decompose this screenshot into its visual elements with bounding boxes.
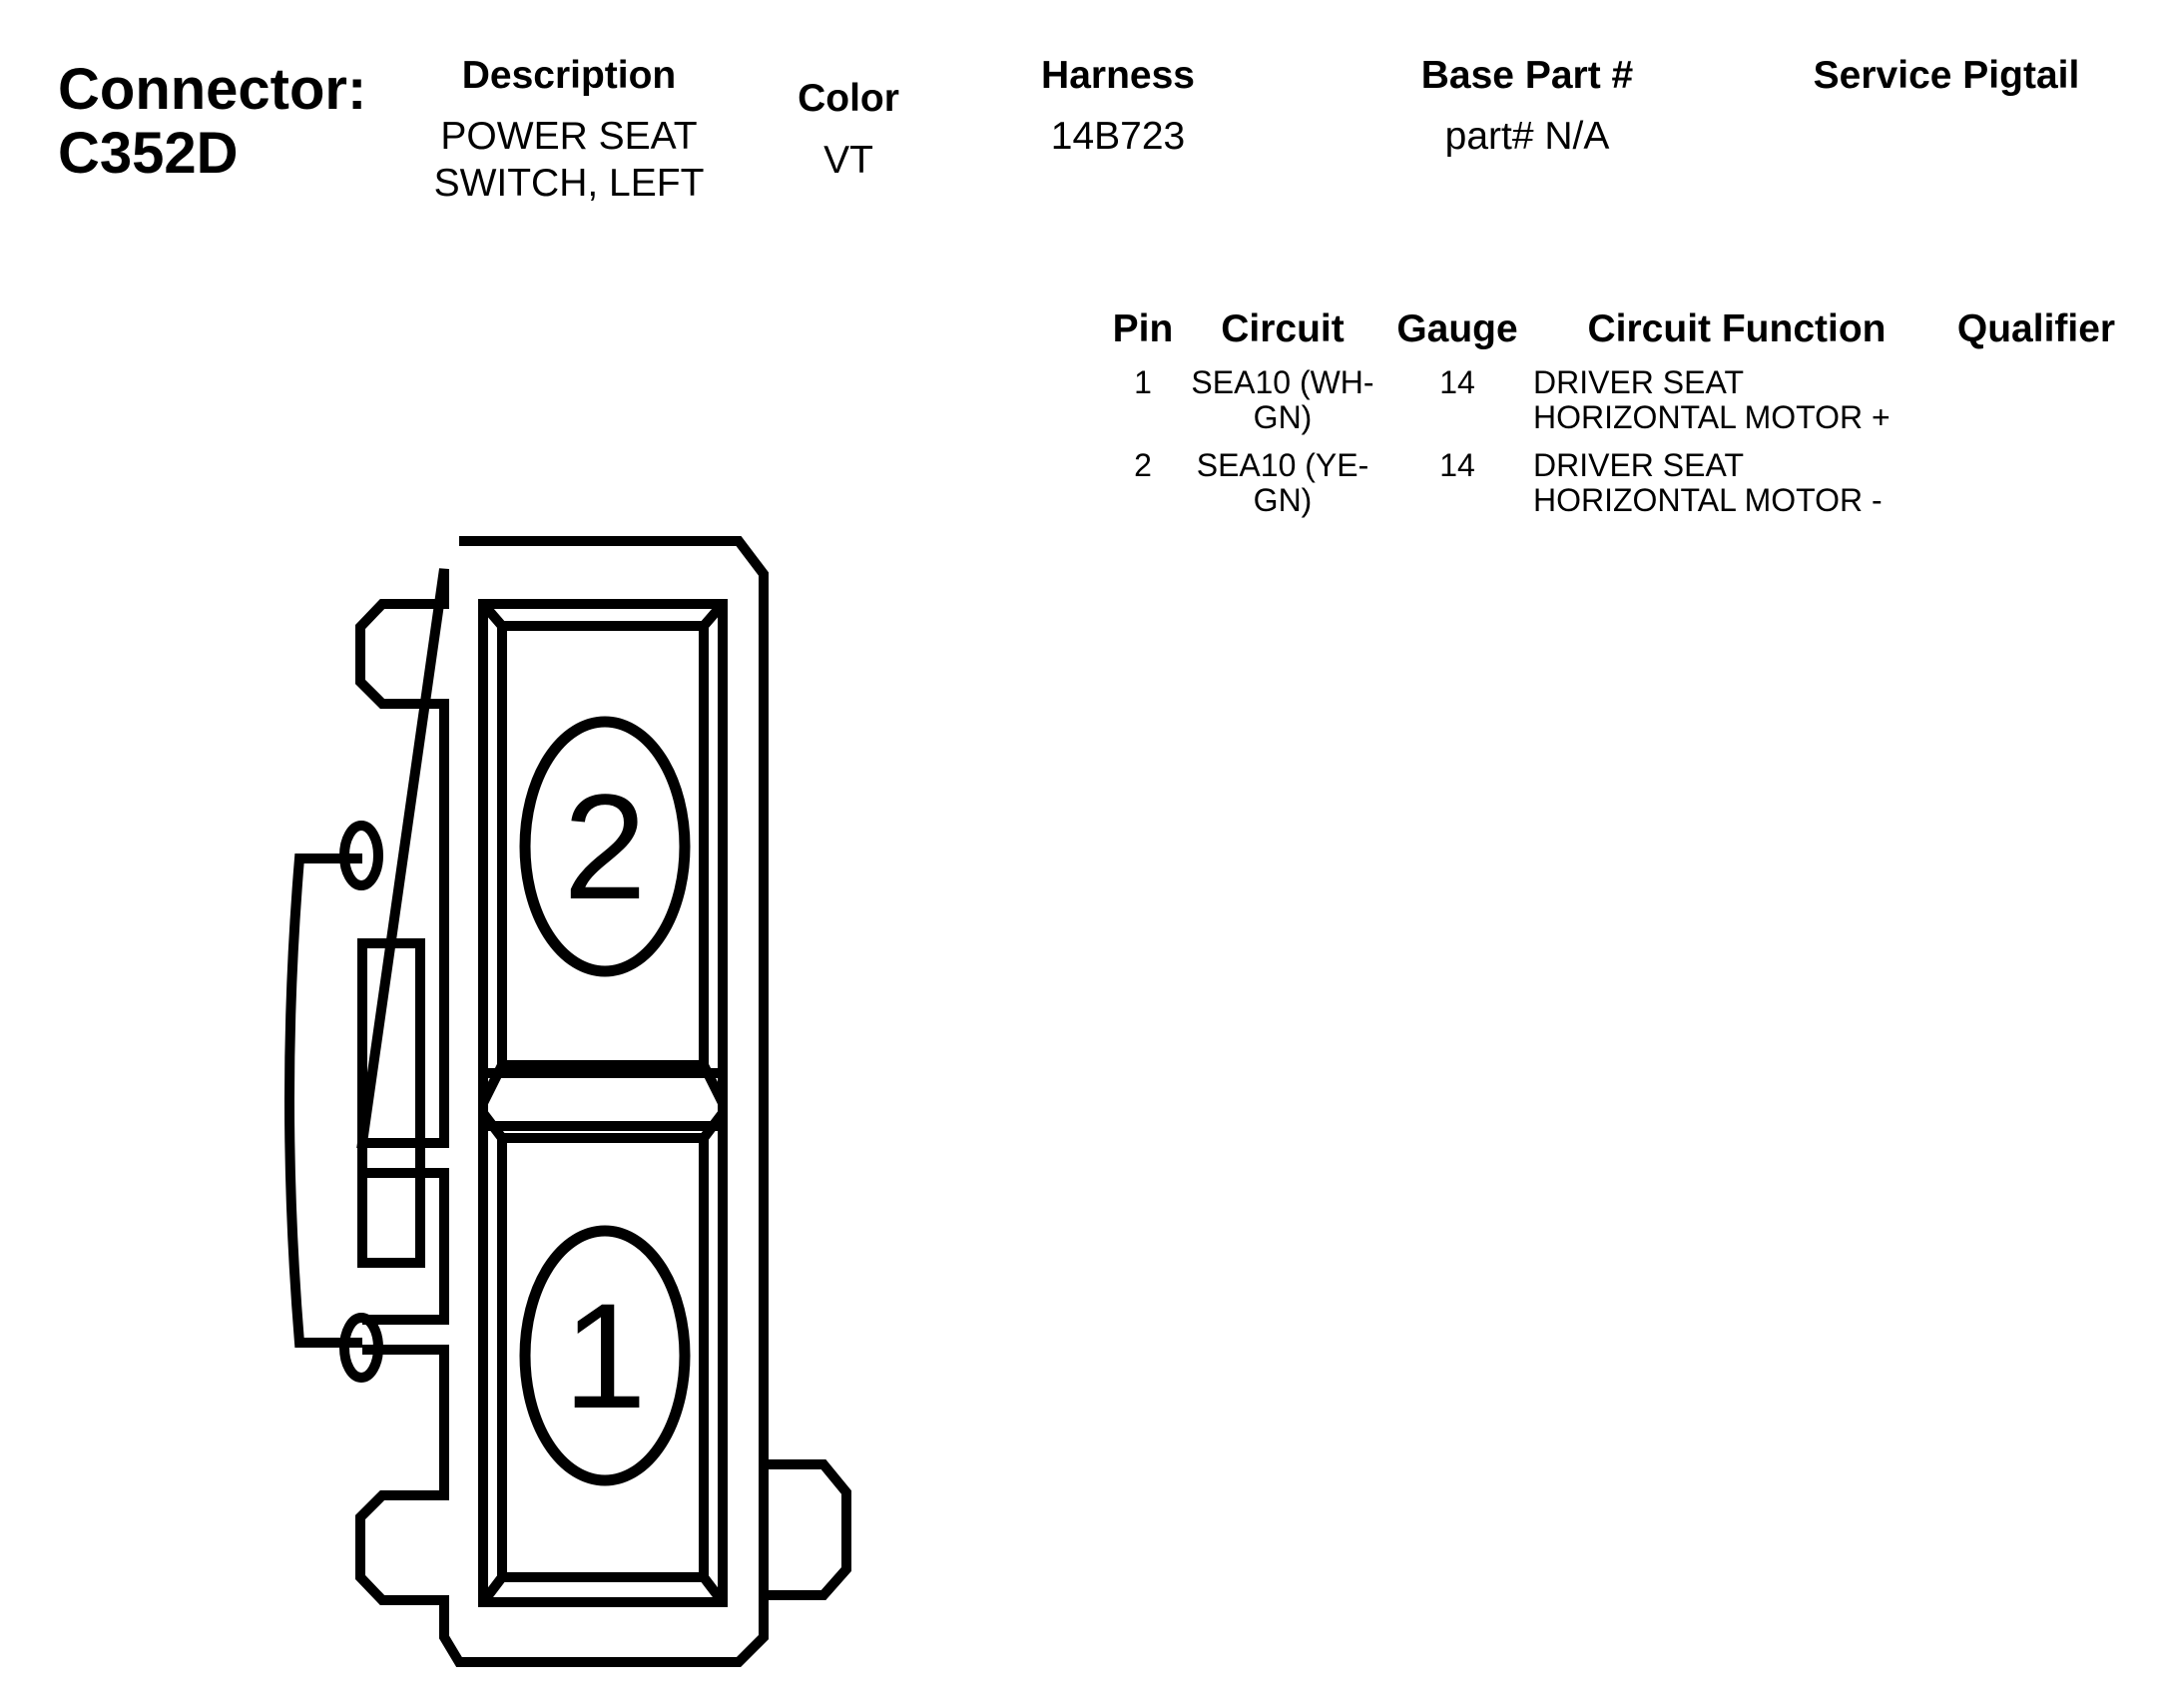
base-part-header: Base Part # [1420,54,1634,97]
row-2-circuit: SEA10 (YE- GN) [1178,448,1387,518]
row-1-circuit-line-1: SEA10 (WH- [1191,364,1374,400]
row-1-function-line-1: DRIVER SEAT [1533,364,1744,400]
description-line-2: SWITCH, LEFT [433,162,705,205]
connector-title: Connector: C352D [58,58,366,186]
pin-1-circle [519,1225,691,1486]
color-header: Color [798,77,899,120]
service-pigtail-header: Service Pigtail [1813,54,2080,97]
color-value: VT [823,139,873,182]
pin-1-number: 1 [563,1272,646,1439]
latch-slot [357,938,425,1268]
circuit-column-header: Circuit [1221,307,1345,350]
harness-header: Harness [1041,54,1195,97]
row-1-function: DRIVER SEAT HORIZONTAL MOTOR + [1533,365,1932,435]
row-1-circuit: SEA10 (WH- GN) [1178,365,1387,435]
row-2-function-line-1: DRIVER SEAT [1533,447,1744,483]
harness-value: 14B723 [1050,115,1186,158]
connector-label: Connector: [58,57,367,122]
cavity-pin-2-bevel [478,600,728,1106]
cavity-pin-1-bevel [479,1109,727,1606]
connector-latch [284,854,362,1348]
row-1-pin: 1 [1134,364,1152,400]
latch-pivot-bottom [339,1313,383,1383]
pin-2-circle [519,716,691,977]
description-line-1: POWER SEAT [440,115,698,158]
cavity-pin-1 [497,1133,709,1582]
row-2-pin: 2 [1134,447,1152,483]
gauge-column-header: Gauge [1396,307,1518,350]
latch-pivot-top [339,821,383,890]
row-1-function-line-2: HORIZONTAL MOTOR + [1533,399,1890,435]
row-1-gauge: 14 [1439,364,1475,400]
circuit-function-column-header: Circuit Function [1587,307,1887,350]
connector-id: C352D [58,121,239,186]
cavity-frame [478,599,728,1607]
connector-housing-outline [355,536,769,1667]
row-2-circuit-line-2: GN) [1253,482,1313,518]
pin-column-header: Pin [1112,307,1174,350]
cavity-pin-2 [497,621,709,1070]
pin-2-number: 2 [563,763,646,930]
connector-key-tab [764,1459,851,1600]
base-part-value: part# N/A [1444,115,1610,158]
row-2-function: DRIVER SEAT HORIZONTAL MOTOR - [1533,448,1932,518]
row-1-circuit-line-2: GN) [1253,399,1313,435]
row-2-circuit-line-1: SEA10 (YE- [1196,447,1369,483]
row-2-function-line-2: HORIZONTAL MOTOR - [1533,482,1883,518]
qualifier-column-header: Qualifier [1956,307,2116,350]
description-value: POWER SEAT SWITCH, LEFT [409,113,729,207]
row-2-gauge: 14 [1439,447,1475,483]
description-header: Description [461,54,677,97]
